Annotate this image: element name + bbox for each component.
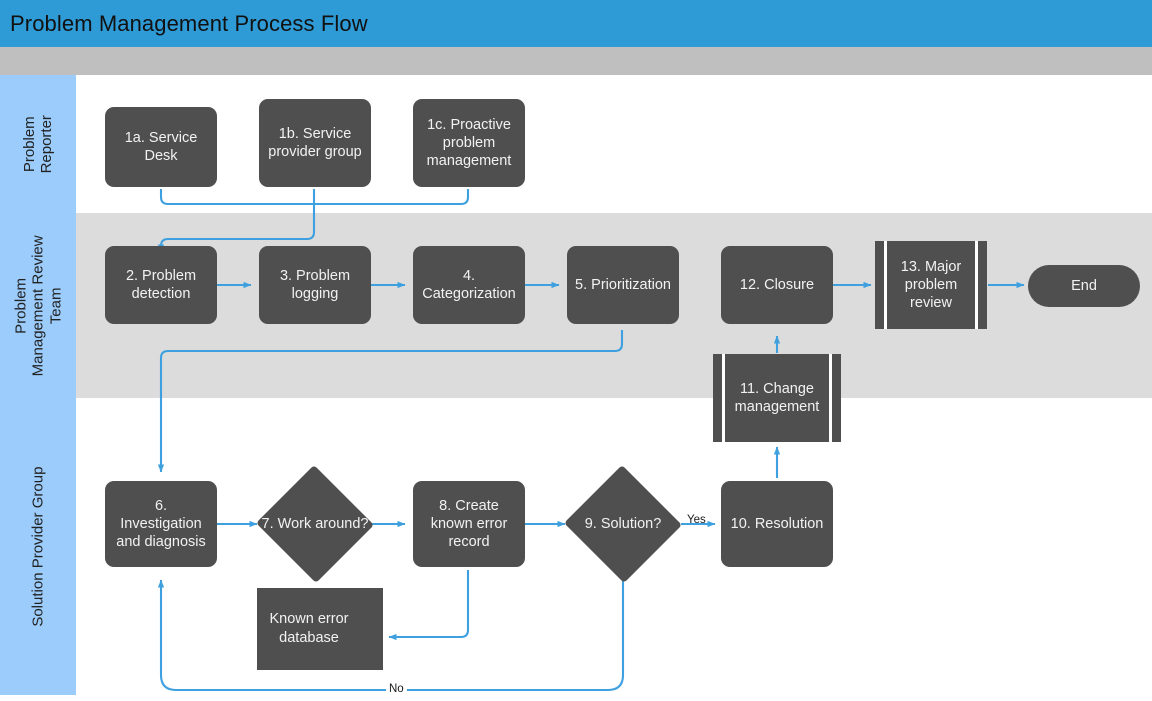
node-solution-decision[interactable]: 9. Solution? bbox=[563, 465, 683, 583]
node-change-management[interactable]: 11. Change management bbox=[713, 354, 841, 442]
node-closure[interactable]: 12. Closure bbox=[721, 246, 833, 324]
edge-label-yes: Yes bbox=[687, 514, 706, 526]
node-service-desk[interactable]: 1a. Service Desk bbox=[105, 107, 217, 187]
lane3-label-line1: Solution Provider Group bbox=[29, 466, 47, 627]
edge-label-no: No bbox=[386, 683, 407, 695]
node-end[interactable]: End bbox=[1028, 265, 1140, 307]
node-problem-logging[interactable]: 3. Problem logging bbox=[259, 246, 371, 324]
node-prioritization[interactable]: 5. Prioritization bbox=[567, 246, 679, 324]
node-work-around-decision[interactable]: 7. Work around? bbox=[255, 465, 375, 583]
lane1-label-line1: Problem bbox=[20, 116, 38, 172]
title-bar: Problem Management Process Flow bbox=[0, 0, 1152, 47]
swimlane-header-pmrt: Problem Management Review Team bbox=[0, 213, 76, 398]
swimlane-label-spg: Solution Provider Group bbox=[29, 466, 46, 626]
node-known-error-database[interactable]: Known error database bbox=[257, 588, 383, 670]
node-major-problem-review-label: 13. Major problem review bbox=[900, 258, 962, 312]
lane1-label-line2: Reporter bbox=[37, 114, 55, 174]
swimlane-header-spg: Solution Provider Group bbox=[0, 398, 76, 695]
node-end-label: End bbox=[1071, 277, 1097, 294]
node-proactive-problem-management-label: 1c. Proactive problem management bbox=[426, 116, 512, 170]
node-investigation-and-diagnosis-label: 6. Investigation and diagnosis bbox=[116, 497, 206, 551]
node-resolution-label: 10. Resolution bbox=[730, 515, 824, 532]
node-solution-label: 9. Solution? bbox=[584, 515, 662, 532]
lane2-label-line2: Management Review bbox=[29, 235, 47, 376]
node-service-desk-label: 1a. Service Desk bbox=[124, 129, 198, 164]
node-create-known-error-record[interactable]: 8. Create known error record bbox=[413, 481, 525, 567]
swimlane-header-problem-reporter: Problem Reporter bbox=[0, 75, 76, 213]
node-service-provider-group[interactable]: 1b. Service provider group bbox=[259, 99, 371, 187]
node-problem-detection-label: 2. Problem detection bbox=[125, 267, 197, 302]
node-prioritization-label: 5. Prioritization bbox=[575, 276, 671, 293]
node-closure-label: 12. Closure bbox=[739, 276, 815, 293]
node-proactive-problem-management[interactable]: 1c. Proactive problem management bbox=[413, 99, 525, 187]
title-underbar bbox=[0, 47, 1152, 75]
node-service-provider-group-label: 1b. Service provider group bbox=[268, 125, 362, 160]
node-change-management-label: 11. Change management bbox=[734, 380, 820, 415]
page-title: Problem Management Process Flow bbox=[10, 10, 368, 36]
node-create-known-error-record-label: 8. Create known error record bbox=[430, 497, 508, 551]
swimlane-label-problem-reporter: Problem Reporter bbox=[21, 115, 56, 173]
lane2-label-line3: Team bbox=[46, 287, 64, 324]
node-major-problem-review[interactable]: 13. Major problem review bbox=[875, 241, 987, 329]
node-investigation-and-diagnosis[interactable]: 6. Investigation and diagnosis bbox=[105, 481, 217, 567]
node-work-around-label: 7. Work around? bbox=[261, 515, 369, 532]
node-categorization[interactable]: 4. Categorization bbox=[413, 246, 525, 324]
node-problem-detection[interactable]: 2. Problem detection bbox=[105, 246, 217, 324]
node-resolution[interactable]: 10. Resolution bbox=[721, 481, 833, 567]
swimlane-label-pmrt: Problem Management Review Team bbox=[12, 235, 64, 376]
node-categorization-label: 4. Categorization bbox=[422, 267, 516, 302]
lane2-label-line1: Problem bbox=[12, 277, 30, 334]
node-known-error-database-label: Known error database bbox=[269, 611, 349, 646]
swimlane-body-1 bbox=[76, 75, 1152, 213]
node-problem-logging-label: 3. Problem logging bbox=[279, 267, 351, 302]
